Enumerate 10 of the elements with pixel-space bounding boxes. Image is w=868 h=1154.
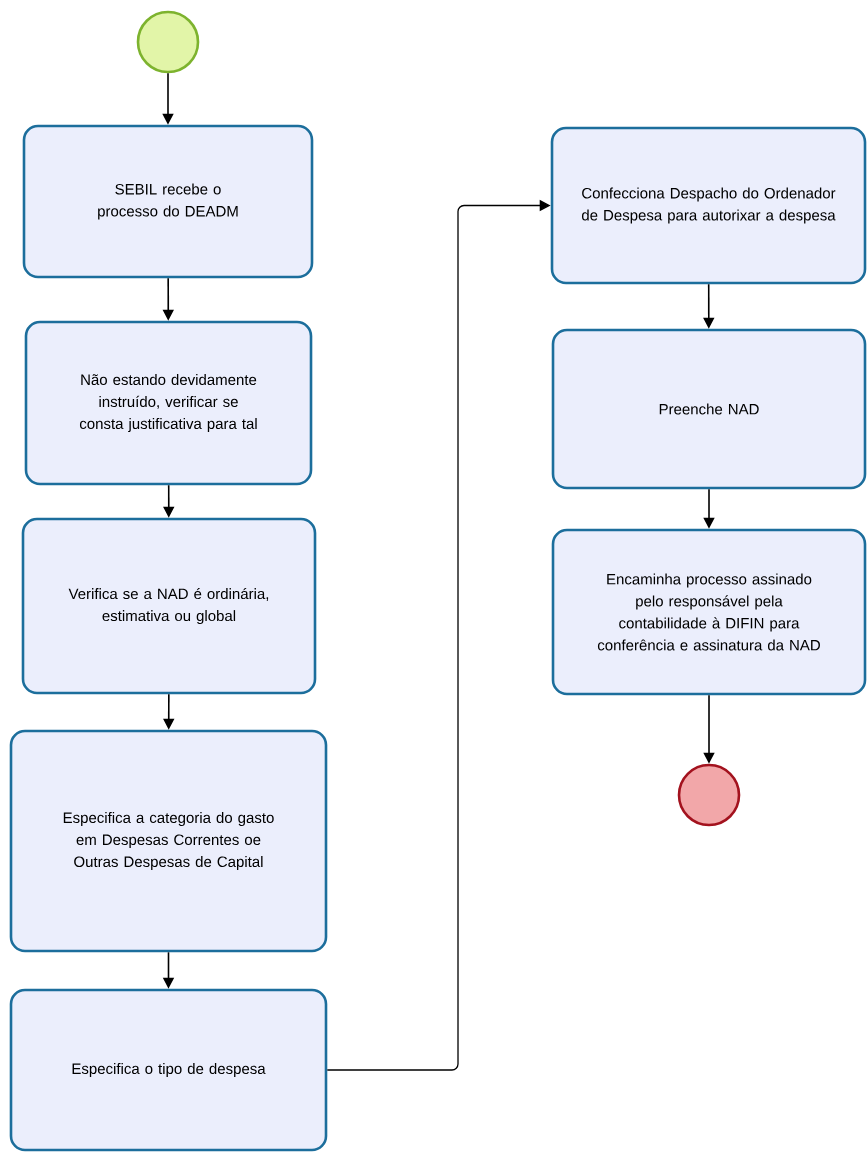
event-circle — [136, 10, 200, 74]
process-box: Especifica a categoria do gasto em Despesas Correntes oe Outras Despesas de Capital — [9, 729, 328, 953]
process-box: Especifica o tipo de despesa — [9, 988, 328, 1152]
process-box: Preenche NAD — [551, 328, 867, 490]
process-box: Confecciona Despacho do Ordenador de Despesa para autorixar a despesa — [550, 126, 867, 285]
event-circle — [677, 763, 741, 827]
process-box: Não estando devidamente instruído, verificar se consta justificativa para tal — [24, 320, 313, 486]
process-box: SEBIL recebe o processo do DEADM — [22, 124, 314, 279]
process-box: Verifica se a NAD é ordinária, estimativa ou global — [21, 517, 317, 695]
process-box: Encaminha processo assinado pelo responsável pela contabilidade à DIFIN para conferência e assinatura da NAD — [551, 528, 867, 696]
